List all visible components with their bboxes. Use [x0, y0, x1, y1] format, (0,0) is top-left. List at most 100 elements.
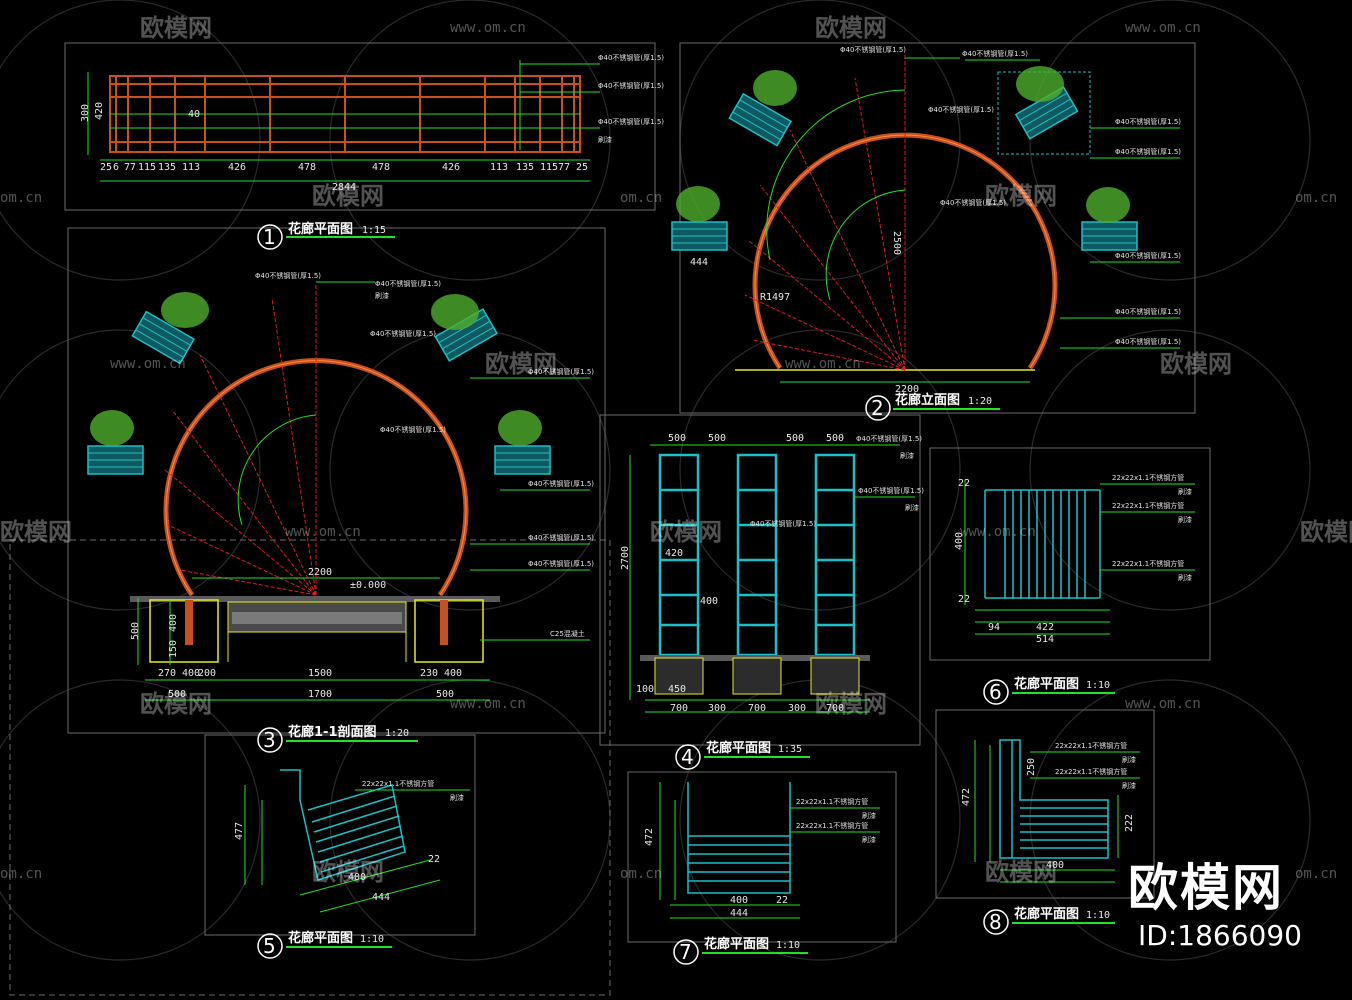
dim-text: 400 [182, 668, 200, 679]
drawing-number: 3 [263, 728, 276, 752]
dim-text: 477 [234, 822, 245, 840]
dim-text: 22 [958, 594, 970, 605]
dim-text: 514 [1036, 634, 1054, 645]
dim-text: 1700 [308, 689, 332, 700]
dim-text: 500 [436, 689, 454, 700]
watermark-brand: 欧模网 [312, 182, 384, 210]
note-text: Φ40不锈钢管(厚1.5) [1115, 337, 1181, 346]
dim-text: 135 [516, 162, 534, 173]
dim-text: 300 [708, 703, 726, 714]
dim-text: 300 [80, 104, 91, 122]
planter-box [87, 445, 144, 475]
note-text: C25混凝土 [550, 629, 585, 638]
drawing-scale: 1:10 [360, 934, 384, 945]
section-level: ±0.000 [350, 580, 386, 591]
drawing-scale: 1:35 [778, 744, 802, 755]
dim-text: 500 [130, 622, 141, 640]
plan-notes: Φ40不锈钢管(厚1.5) Φ40不锈钢管(厚1.5) Φ40不锈钢管(厚1.5… [520, 53, 664, 144]
dim-text: 472 [961, 788, 972, 806]
dim-text: 200 [198, 668, 216, 679]
dim-text: 22 [776, 895, 788, 906]
note-text: 刷漆 [862, 811, 876, 820]
watermark-url: www.om.cn [960, 524, 1036, 540]
note-text: Φ40不锈钢管(厚1.5) [928, 105, 994, 114]
watermark-url: www.om.cn [1125, 20, 1201, 36]
brand-name: 欧模网 [1128, 859, 1284, 917]
drawing-number: 4 [681, 745, 694, 769]
note-text: 刷漆 [375, 291, 389, 300]
dim-text: 100 [636, 684, 654, 695]
watermark-url: om.cn [1295, 190, 1337, 206]
dim-inner: 40 [188, 109, 200, 120]
dim-text: 400 [730, 895, 748, 906]
watermark-brand: 欧模网 [815, 14, 887, 42]
elev-panel: 444 [690, 257, 708, 268]
panel6-notes: 22x22x1.1不锈钢方管 刷漆 22x22x1.1不锈钢方管 刷漆 22x2… [1100, 473, 1195, 582]
drawing-number: 6 [989, 680, 1002, 704]
note-text: 22x22x1.1不锈钢方管 [1055, 767, 1127, 776]
dim-text: 444 [372, 892, 390, 903]
note-text: Φ40不锈钢管(厚1.5) [840, 45, 906, 54]
dim-text: 420 [665, 548, 683, 559]
plan-bottom-dims: 25 6 77 115 135 113 426 478 478 426 113 … [80, 102, 588, 193]
drawing-number: 7 [679, 940, 692, 964]
watermark-brand: 欧模网 [485, 350, 557, 378]
brand-label: 欧模网 ID:1866090 [1128, 858, 1328, 954]
note-text: 刷漆 [905, 503, 919, 512]
drawing-title: 花廊平面图 [706, 740, 771, 756]
dim-text: 472 [644, 828, 655, 846]
dim-text: 270 [158, 668, 176, 679]
dim-text: 400 [954, 532, 965, 550]
note-text: 刷漆 [900, 451, 914, 460]
plant-foliage [676, 66, 1130, 223]
note-text: 22x22x1.1不锈钢方管 [1055, 741, 1127, 750]
drawing-number: 2 [871, 396, 884, 420]
drawing-scale: 1:10 [776, 940, 800, 951]
note-text: 22x22x1.1不锈钢方管 [362, 779, 434, 788]
dim-text: 422 [1036, 622, 1054, 633]
dim-text: 400 [348, 872, 366, 883]
drawing-2-elevation: 2200 2500 R1497 444 Φ40不锈钢管(厚1.5) [671, 45, 1181, 421]
planter-box [728, 92, 793, 147]
note-text: Φ40不锈钢管(厚1.5) [1115, 147, 1181, 156]
dim-text: 400 [444, 668, 462, 679]
drawing-number: 8 [989, 910, 1002, 934]
planter-box [1081, 221, 1138, 251]
drawing-title: 花廊平面图 [704, 936, 769, 952]
note-text: Φ40不锈钢管(厚1.5) [375, 279, 441, 288]
elev-height: 2500 [891, 231, 902, 255]
plant-foliage [90, 292, 542, 446]
frame-notes: Φ40不锈钢管(厚1.5) 刷漆 Φ40不锈钢管(厚1.5) 刷漆 Φ40不锈钢… [750, 434, 924, 528]
planter-box [671, 221, 728, 251]
note-text: Φ40不锈钢管(厚1.5) [528, 559, 594, 568]
note-text: 刷漆 [1178, 515, 1192, 524]
drawing-title: 花廊平面图 [288, 930, 353, 946]
dim-text: 500 [708, 433, 726, 444]
dim-text: 700 [826, 703, 844, 714]
dim-text: 400 [168, 614, 179, 632]
watermark-brand: 欧模网 [140, 14, 212, 42]
dim-text: 500 [168, 689, 186, 700]
dim-text: 400 [1046, 860, 1064, 871]
note-text: Φ40不锈钢管(厚1.5) [528, 479, 594, 488]
drawing-scale: 1:15 [362, 225, 386, 236]
dim-text: 25 [576, 162, 588, 173]
drawing-number: 5 [263, 934, 276, 958]
panel8-notes: 22x22x1.1不锈钢方管 刷漆 22x22x1.1不锈钢方管 刷漆 [1030, 741, 1140, 790]
watermark-brand: 欧模网 [815, 690, 887, 718]
elev-notes: Φ40不锈钢管(厚1.5) Φ40不锈钢管(厚1.5) Φ40不锈钢管(厚1.5… [840, 45, 1181, 349]
note-text: Φ40不锈钢管(厚1.5) [598, 81, 664, 90]
section-notes: Φ40不锈钢管(厚1.5) Φ40不锈钢管(厚1.5) 刷漆 Φ40不锈钢管(厚… [255, 271, 594, 641]
dim-text: 444 [730, 908, 748, 919]
watermarks: 欧模网 www.om.cn 欧模网 www.om.cn om.cn 欧模网 om… [0, 14, 1352, 886]
dim-text: 500 [826, 433, 844, 444]
dim-text: 420 [94, 102, 105, 120]
panel7-notes: 22x22x1.1不锈钢方管 刷漆 22x22x1.1不锈钢方管 刷漆 [790, 797, 880, 844]
note-text: 22x22x1.1不锈钢方管 [1112, 559, 1184, 568]
note-text: 刷漆 [862, 835, 876, 844]
note-text: Φ40不锈钢管(厚1.5) [856, 434, 922, 443]
asset-id: ID:1866090 [1138, 919, 1302, 952]
dim-text: 230 [420, 668, 438, 679]
dim-text: 2700 [620, 546, 631, 570]
